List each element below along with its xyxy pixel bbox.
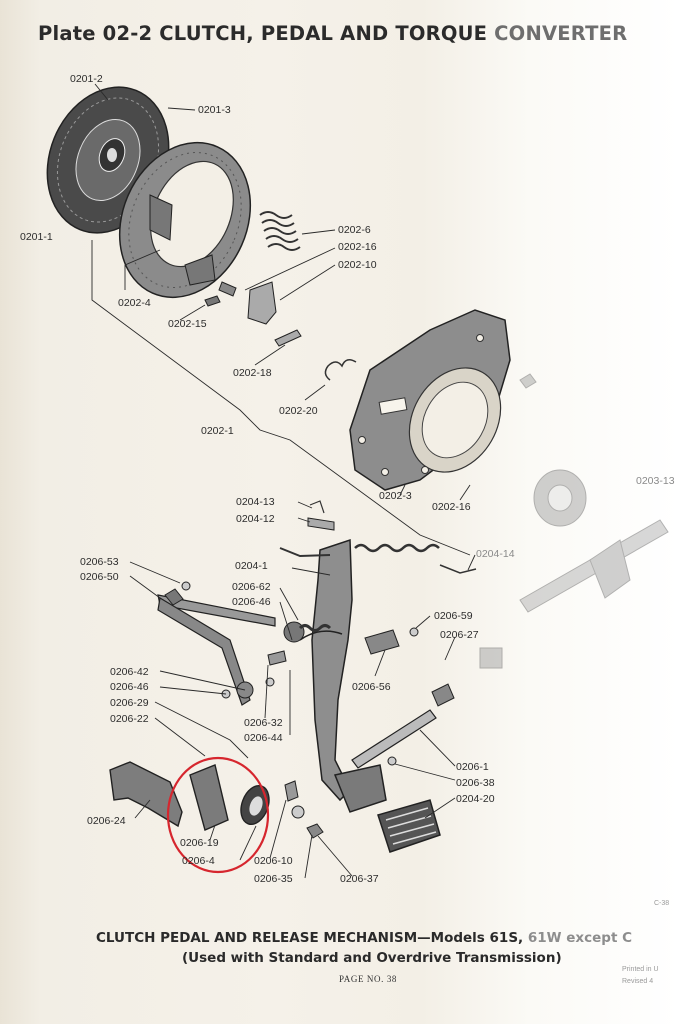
pressure-plate — [118, 141, 252, 299]
label-0202-15: 0202-15 — [168, 318, 207, 330]
label-0206-56: 0206-56 — [352, 681, 391, 693]
label-0201-3: 0201-3 — [198, 104, 231, 116]
strut-pin — [218, 281, 237, 297]
label-0206-4: 0206-4 — [182, 855, 215, 867]
label-0202-18: 0202-18 — [233, 367, 272, 379]
label-0206-46b: 0206-46 — [110, 681, 149, 693]
lever-strap — [274, 329, 302, 347]
caption-line-1: CLUTCH PEDAL AND RELEASE MECHANISM—Model… — [96, 930, 524, 946]
revised-note: Revised 4 — [622, 978, 654, 985]
return-spring — [279, 543, 477, 574]
release-bearing — [189, 764, 270, 831]
anti-rattle-spring — [324, 359, 357, 381]
label-0206-29: 0206-29 — [110, 697, 149, 709]
label-0202-16a: 0202-16 — [338, 241, 377, 253]
label-0206-50: 0206-50 — [80, 571, 119, 583]
label-0202-16b: 0202-16 — [432, 501, 471, 513]
pressure-spring — [259, 211, 301, 251]
page-number: PAGE NO. 38 — [339, 974, 398, 984]
label-0206-27: 0206-27 — [440, 629, 479, 641]
lock-nut — [306, 823, 324, 839]
washer-0206-59 — [409, 627, 419, 637]
label-0206-53: 0206-53 — [80, 556, 119, 568]
label-0202-10: 0202-10 — [338, 259, 377, 271]
pedal-pad — [377, 799, 441, 853]
washer-0206-53 — [181, 581, 191, 591]
label-0201-2: 0201-2 — [70, 73, 103, 85]
label-0206-32: 0206-32 — [244, 717, 283, 729]
bolt — [307, 517, 335, 531]
label-0204-14: 0204-14 — [476, 548, 515, 560]
label-0204-20: 0204-20 — [456, 793, 495, 805]
shaft-lever — [431, 683, 455, 707]
release-bracket — [109, 761, 183, 828]
washer-0206-38 — [387, 756, 397, 766]
plate-title: Plate 02-2 CLUTCH, PEDAL AND TORQUE CONV… — [38, 22, 627, 45]
label-0206-37: 0206-37 — [340, 873, 379, 885]
clevis — [364, 629, 400, 655]
label-0202-4: 0202-4 — [118, 297, 151, 309]
label-0202-6: 0202-6 — [338, 224, 371, 236]
leader-lines — [91, 83, 476, 879]
label-0206-46a: 0206-46 — [232, 596, 271, 608]
adjusting-screw — [204, 295, 221, 307]
label-0206-10: 0206-10 — [254, 855, 293, 867]
cotter-pin — [309, 500, 325, 514]
figure-caption: CLUTCH PEDAL AND RELEASE MECHANISM—Model… — [96, 930, 632, 946]
label-0206-44: 0206-44 — [244, 732, 283, 744]
label-0206-42: 0206-42 — [110, 666, 149, 678]
label-0206-19: 0206-19 — [180, 837, 219, 849]
highlight-circle — [166, 756, 270, 874]
label-0206-1: 0206-1 — [456, 761, 489, 773]
label-0206-22: 0206-22 — [110, 713, 149, 725]
label-0203-13: 0203-13 — [636, 475, 675, 487]
label-0201-1: 0201-1 — [20, 231, 53, 243]
label-0206-62: 0206-62 — [232, 581, 271, 593]
figure-caption-sub: (Used with Standard and Overdrive Transm… — [182, 950, 562, 966]
label-0202-20: 0202-20 — [279, 405, 318, 417]
label-0206-24: 0206-24 — [87, 815, 126, 827]
adjusting-rod-end — [284, 780, 299, 802]
label-0206-35: 0206-35 — [254, 873, 293, 885]
label-0202-3: 0202-3 — [379, 490, 412, 502]
label-0204-1: 0204-1 — [235, 560, 268, 572]
nut — [291, 805, 305, 819]
label-0204-13: 0204-13 — [236, 496, 275, 508]
clutch-housing — [349, 309, 511, 491]
pedal-spring-pack — [267, 621, 332, 666]
part-labels: 0201-2 0201-3 0201-1 0202-6 0202-16 0202… — [20, 73, 675, 885]
converter-parts-faint — [479, 373, 669, 669]
release-lever — [247, 281, 277, 325]
label-0204-12: 0204-12 — [236, 513, 275, 525]
pedal-shaft — [351, 709, 437, 769]
plate-title-faded-text: CONVERTER — [487, 22, 628, 45]
corner-code: C-38 — [654, 900, 670, 907]
label-0206-38: 0206-38 — [456, 777, 495, 789]
plate-title-text: Plate 02-2 CLUTCH, PEDAL AND TORQUE — [38, 22, 488, 45]
printed-note: Printed in U — [622, 966, 659, 973]
washer-2 — [265, 677, 275, 687]
clutch-pedal — [299, 538, 387, 813]
label-0206-59: 0206-59 — [434, 610, 473, 622]
label-0202-1: 0202-1 — [201, 425, 234, 437]
caption-line-1-faded: 61W except C — [523, 930, 633, 946]
